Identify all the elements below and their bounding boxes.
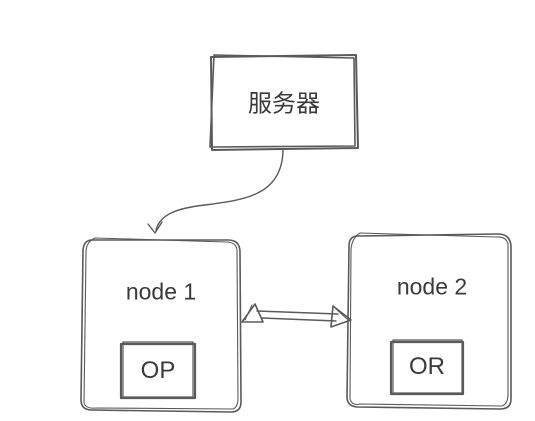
server-label: 服务器: [248, 89, 320, 118]
server-to-node1-connector: [147, 148, 284, 234]
or-box: [389, 339, 465, 396]
node1-box: [80, 237, 242, 413]
server-box: [209, 54, 359, 151]
node1-node2-connector: [241, 303, 352, 328]
node2-label: node 2: [396, 273, 468, 300]
node2-box: [346, 232, 512, 410]
op-box: [119, 341, 197, 400]
op-label: OP: [140, 357, 176, 384]
or-label: OR: [409, 353, 445, 380]
node1-label: node 1: [125, 278, 197, 305]
